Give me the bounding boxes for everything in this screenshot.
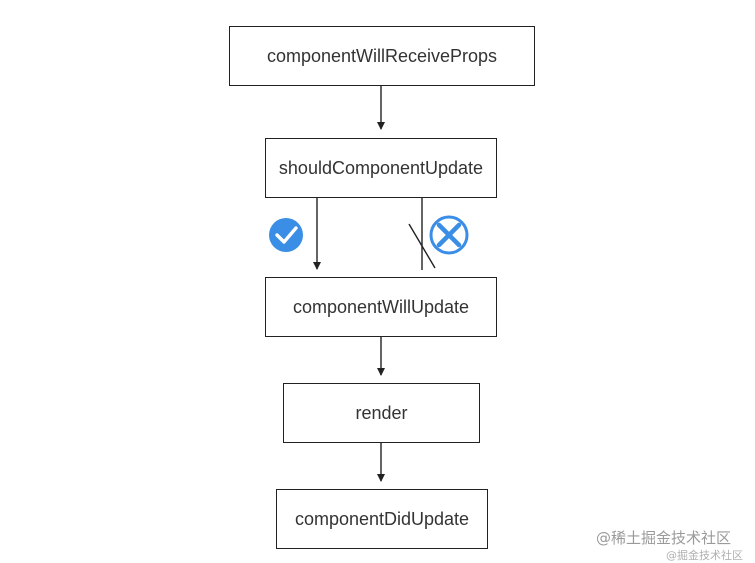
cross-circle-icon bbox=[429, 215, 469, 255]
watermark-primary: @稀土掘金技术社区 bbox=[596, 529, 732, 547]
watermark-secondary: @掘金技术社区 bbox=[666, 549, 743, 562]
blocked-path-slash bbox=[408, 223, 436, 269]
check-circle-icon bbox=[269, 218, 303, 252]
node-label: render bbox=[355, 402, 408, 423]
node-component-will-receive-props: componentWillReceiveProps bbox=[229, 26, 535, 86]
node-render: render bbox=[283, 383, 480, 443]
node-label: componentWillUpdate bbox=[292, 296, 470, 317]
node-label: componentDidUpdate bbox=[294, 508, 470, 529]
node-label: componentWillReceiveProps bbox=[266, 45, 498, 66]
node-component-did-update: componentDidUpdate bbox=[276, 489, 488, 549]
node-component-will-update: componentWillUpdate bbox=[265, 277, 497, 337]
node-should-component-update: shouldComponentUpdate bbox=[265, 138, 497, 198]
node-label: shouldComponentUpdate bbox=[278, 157, 484, 178]
